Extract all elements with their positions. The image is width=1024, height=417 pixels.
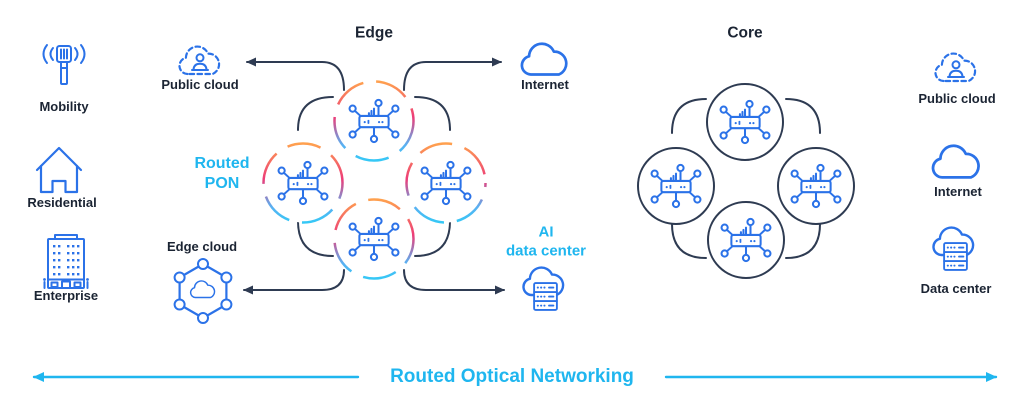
internet-cloud-icon [931,144,980,179]
edge-router-node [262,142,344,224]
label-routed-pon: Routed PON [194,154,249,194]
core-section-title: Core [727,24,763,42]
core-link-bottom-left [671,223,707,259]
ai-dc-line2: data center [505,242,587,259]
label-public-cloud-edge: Public cloud [161,76,239,92]
edge-link-top-right [414,96,451,131]
arrow-edge-to-public-cloud [246,57,345,91]
arrow-edge-to-ai-data-center [403,269,505,295]
footer-title: Routed Optical Networking [390,366,634,388]
label-internet-edge: Internet [521,76,569,92]
public-cloud-user-icon [178,45,221,76]
core-link-top-left [671,98,707,134]
edge-router-node [405,142,487,224]
label-enterprise: Enterprise [33,287,99,303]
routed-pon-line1: Routed [194,155,250,172]
label-public-cloud-right: Public cloud [918,90,996,106]
core-link-top-right [785,98,821,134]
label-edge-cloud: Edge cloud [166,238,238,254]
ai-dc-line1: AI [538,223,554,241]
edge-router-node [333,80,415,162]
data-center-icon [932,226,975,271]
arrow-edge-to-internet [403,57,502,91]
core-router-node [707,201,785,279]
edge-node-cluster [262,80,487,280]
core-router-node [777,147,855,225]
routed-pon-line2: PON [204,175,240,192]
internet-cloud-icon [520,42,568,76]
label-internet-right: Internet [934,183,982,199]
arrow-edge-to-edge-cloud [243,269,345,295]
core-link-bottom-right [785,223,821,259]
mobility-antenna-icon [42,44,86,85]
public-cloud-user-icon [934,52,977,83]
label-data-center-right: Data center [920,280,992,296]
house-icon [35,146,83,194]
ai-data-center-icon [522,266,565,311]
core-router-node [637,147,715,225]
edge-link-bottom-right [414,220,451,257]
edge-cloud-icon [173,258,233,324]
core-node-cluster [637,83,855,279]
label-residential: Residential [27,194,97,210]
building-icon [43,234,89,289]
edge-section-title: Edge [355,24,393,42]
label-ai-data-center: AI data center [506,223,586,261]
edge-router-node [333,198,415,280]
core-router-node [706,83,784,161]
edge-link-bottom-left [297,220,334,257]
label-mobility: Mobility [39,98,89,114]
edge-link-top-left [297,96,334,131]
